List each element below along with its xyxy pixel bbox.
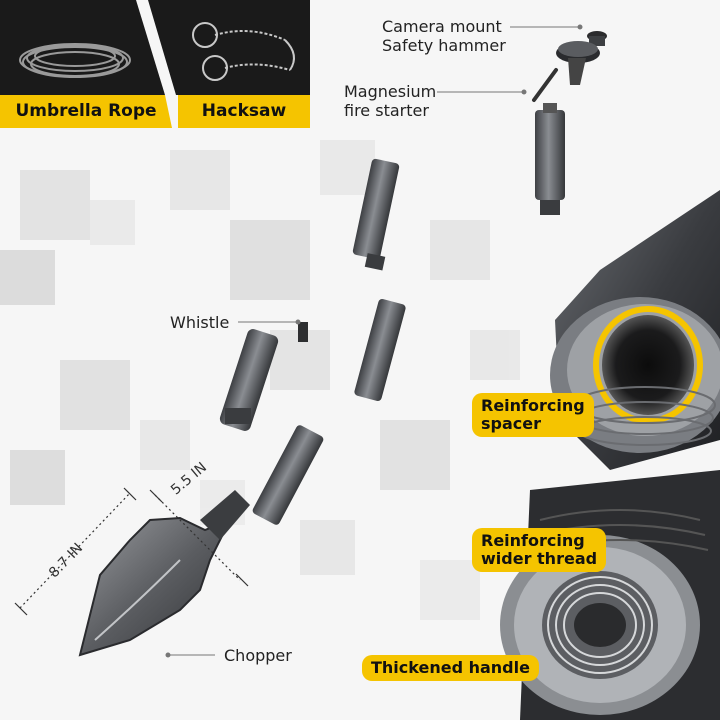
- thickened-handle-callout: Thickened handle: [362, 655, 539, 681]
- camera-mount-label: Camera mount Safety hammer: [382, 17, 506, 55]
- tube-upper-middle: [352, 158, 400, 271]
- chopper-blade: [78, 490, 250, 657]
- tube-upper-right: [535, 103, 565, 215]
- magnesium-label: Magnesium fire starter: [344, 82, 436, 120]
- spacer-line2: spacer: [481, 414, 541, 433]
- handle-closeup-top: [550, 190, 720, 470]
- camera-mount-line2: Safety hammer: [382, 36, 506, 55]
- magnesium-line2: fire starter: [344, 101, 429, 120]
- magnesium-line1: Magnesium: [344, 82, 437, 101]
- hacksaw-banner: Hacksaw: [178, 95, 310, 128]
- whistle-part: [219, 322, 308, 431]
- tube-handle-lower: [252, 425, 324, 525]
- handle-closeup-bottom: [500, 470, 720, 720]
- thread-line2: wider thread: [481, 549, 598, 568]
- umbrella-rope-coil: [19, 43, 131, 78]
- reinforcing-spacer-callout: Reinforcing spacer: [472, 393, 594, 437]
- whistle-label: Whistle: [170, 313, 230, 332]
- leader-lines: [165, 24, 583, 658]
- dimension-lines: [14, 487, 249, 616]
- umbrella-rope-banner: Umbrella Rope: [0, 95, 172, 128]
- tube-middle: [354, 298, 406, 402]
- chopper-label: Chopper: [224, 646, 292, 665]
- hacksaw-wire: [192, 22, 295, 81]
- reinforcing-thread-callout: Reinforcing wider thread: [472, 528, 607, 572]
- spacer-line1: Reinforcing: [481, 396, 585, 415]
- camera-mount-line1: Camera mount: [382, 17, 502, 36]
- thread-line1: Reinforcing: [481, 531, 585, 550]
- camera-mount-part: [532, 31, 607, 102]
